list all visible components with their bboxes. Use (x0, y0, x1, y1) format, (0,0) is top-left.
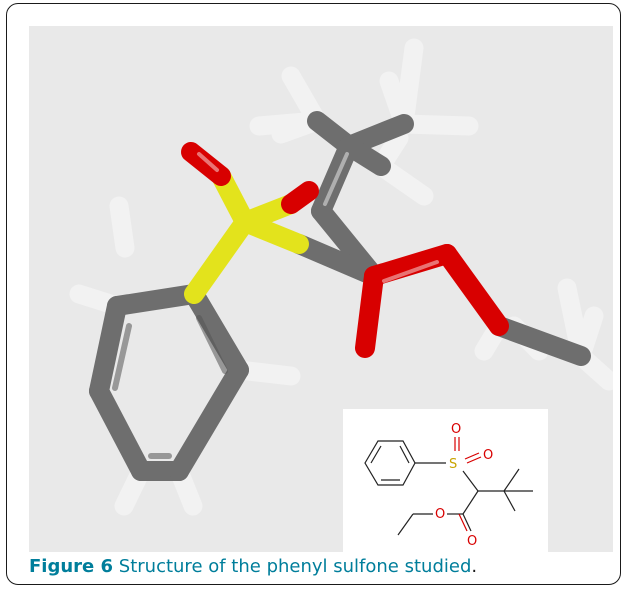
atom-o-carbonyl: O (467, 534, 477, 549)
atom-o-top: O (451, 422, 461, 437)
skeletal-bonds (364, 440, 533, 536)
caption-period: . (471, 556, 478, 577)
atom-o-ester: O (435, 507, 445, 522)
skeletal-structure-inset: O O S O O (343, 409, 548, 552)
molecule-3d-render (29, 26, 613, 552)
figure-frame: O O S O O Figure 6 Structure of the phen… (6, 3, 621, 585)
atom-o-right: O (483, 448, 493, 463)
skeletal-hetero-bonds (454, 437, 482, 532)
benzene-ring (364, 440, 416, 486)
bonds-layer (69, 38, 613, 516)
figure-label: Figure 6 (29, 556, 114, 577)
figure-caption-text: Structure of the phenyl sulfone studied (118, 556, 472, 577)
atom-s: S (449, 457, 457, 472)
figure-caption: Figure 6 Structure of the phenyl sulfone… (29, 556, 477, 577)
